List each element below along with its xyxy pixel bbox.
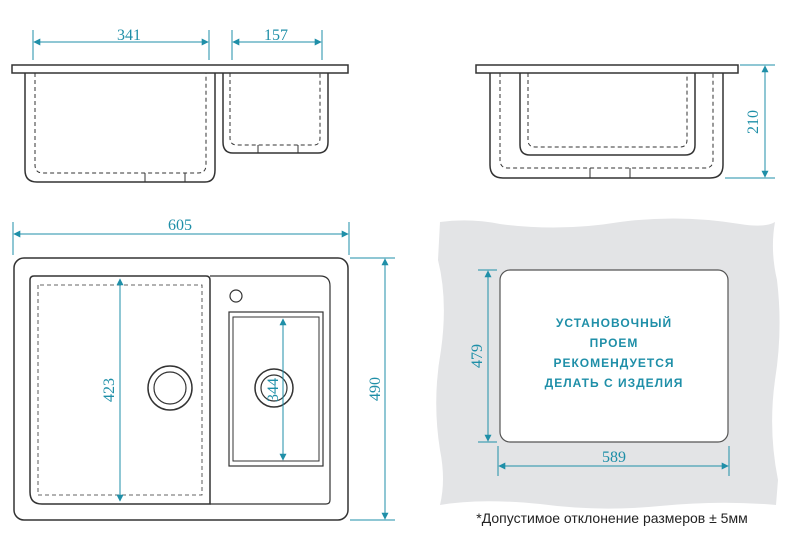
dim-overall-height: 490 [367, 377, 384, 401]
dim-big-bowl-width: 341 [117, 27, 141, 44]
cutout-line-4: ДЕЛАТЬ С ИЗДЕЛИЯ [545, 376, 684, 390]
cutout-dimensions [478, 269, 730, 476]
cutout-line-1: УСТАНОВОЧНЫЙ [556, 315, 672, 330]
cutout-line-2: ПРОЕМ [590, 336, 639, 350]
dim-overall-width: 605 [168, 217, 192, 234]
cutout-view [436, 218, 780, 509]
dim-big-bowl-height: 423 [101, 378, 118, 402]
dim-cutout-height: 479 [469, 344, 486, 368]
dim-small-bowl-width: 157 [264, 27, 288, 44]
side-dimensions [725, 64, 775, 179]
side-section-view [475, 64, 739, 179]
plan-view [13, 257, 349, 521]
cutout-line-3: РЕКОМЕНДУЕТСЯ [553, 356, 674, 370]
plan-dimensions [12, 222, 395, 521]
tolerance-note: *Допустимое отклонение размеров ± 5мм [476, 510, 747, 526]
front-section-view [11, 64, 349, 183]
dim-small-bowl-height: 344 [265, 378, 282, 402]
dim-depth: 210 [745, 110, 762, 134]
dim-cutout-width: 589 [602, 449, 626, 466]
front-dimensions [32, 30, 323, 60]
